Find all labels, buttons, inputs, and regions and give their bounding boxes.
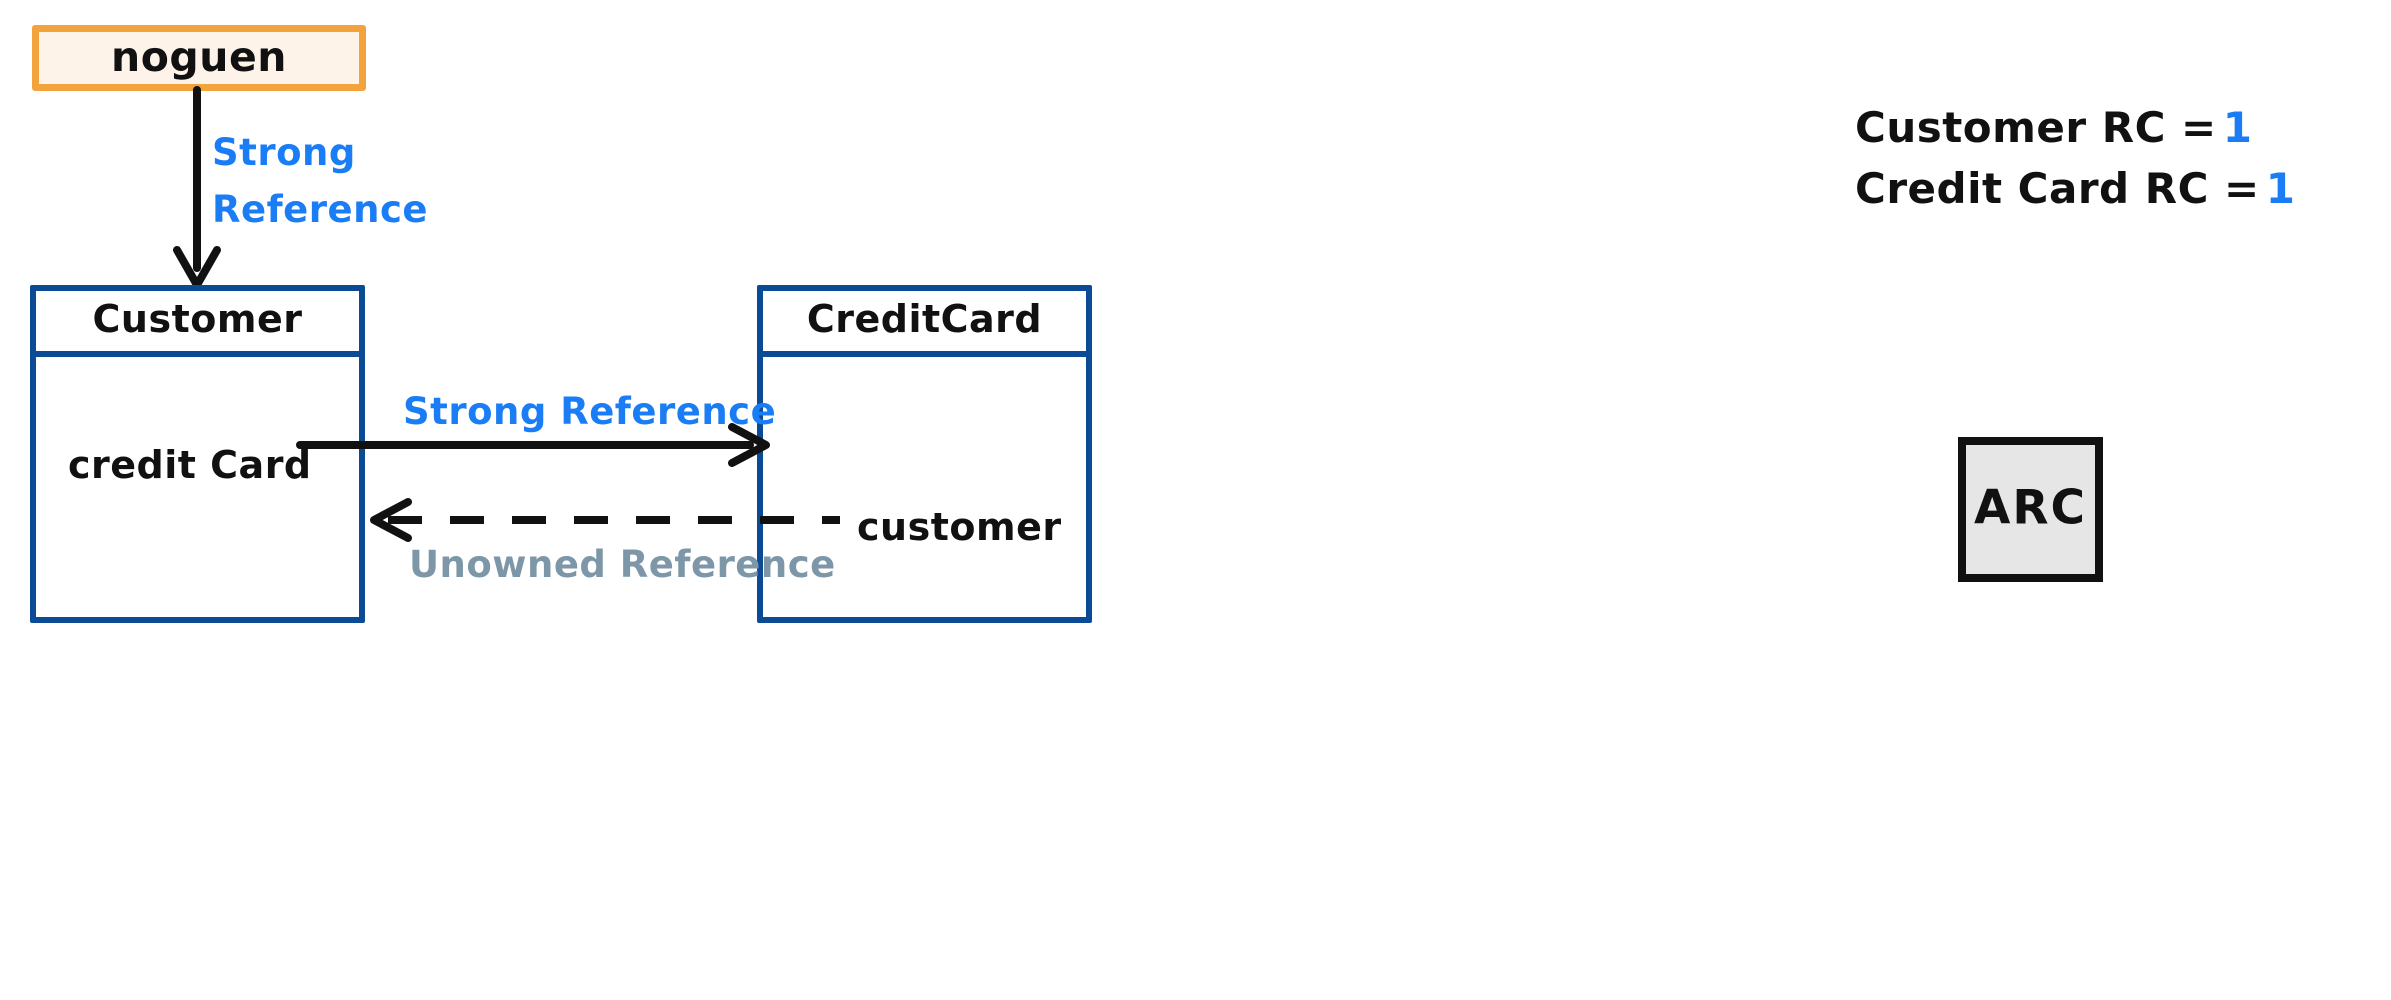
customer-class-header: Customer bbox=[36, 291, 359, 357]
arc-badge-label: ARC bbox=[1973, 479, 2088, 535]
counter-label-creditcard: Credit Card RC = bbox=[1855, 163, 2260, 213]
counter-value-creditcard: 1 bbox=[2265, 163, 2296, 213]
customer-class-title: Customer bbox=[92, 297, 303, 342]
owner-edge-label-line1: Strong bbox=[212, 131, 356, 174]
customer-class-box: Customer credit Card bbox=[30, 285, 365, 623]
counter-value-customer: 1 bbox=[2222, 103, 2253, 152]
creditcard-property-customer: customer bbox=[857, 505, 1062, 549]
customer-to-creditcard-label: Strong Reference bbox=[403, 390, 777, 433]
owner-label: noguen bbox=[111, 33, 287, 82]
customer-property-credit-card: credit Card bbox=[68, 443, 312, 487]
counter-row-creditcard: Credit Card RC =1 bbox=[1855, 159, 2295, 220]
creditcard-class-title: CreditCard bbox=[806, 297, 1043, 342]
customer-class-body: credit Card bbox=[36, 357, 359, 617]
reference-count-readout: Customer RC =1 Credit Card RC =1 bbox=[1855, 98, 2295, 220]
owner-to-customer-label: Strong Reference bbox=[212, 124, 428, 239]
owner-edge-label-line2: Reference bbox=[212, 188, 428, 232]
creditcard-class-header: CreditCard bbox=[763, 291, 1086, 357]
creditcard-class-body: customer bbox=[763, 357, 1086, 617]
creditcard-class-box: CreditCard customer bbox=[757, 285, 1092, 623]
owner-box: noguen bbox=[32, 25, 366, 91]
counter-row-customer: Customer RC =1 bbox=[1855, 98, 2295, 159]
arc-badge: ARC bbox=[1958, 437, 2103, 582]
counter-label-customer: Customer RC = bbox=[1855, 103, 2217, 152]
creditcard-to-customer-label: Unowned Reference bbox=[409, 543, 836, 586]
